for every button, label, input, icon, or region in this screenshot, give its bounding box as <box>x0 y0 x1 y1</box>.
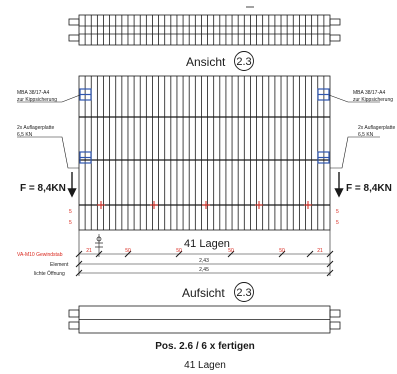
dim-tick <box>326 269 334 277</box>
section-marker-number: 2.3 <box>236 56 251 68</box>
opening-label: lichte Öffnung <box>34 270 65 277</box>
element-value: 2,43 <box>199 258 209 264</box>
lagen-label-middle: 41 Lagen <box>184 238 230 250</box>
plate-label-left: 2x Auflagerplatte <box>17 125 54 131</box>
dim-tick <box>95 250 103 258</box>
dim-tick <box>75 260 83 268</box>
view-title-ansicht: Ansicht <box>186 55 226 69</box>
plate-sublabel-right: 6,5 KN <box>358 132 374 138</box>
beam-end-right-bottom <box>329 34 341 42</box>
dim-tick <box>278 250 286 258</box>
small-dimension-right: 5 <box>336 209 339 215</box>
beam-end-left-bottom <box>68 34 80 42</box>
view-title-aufsicht: Aufsicht <box>182 286 225 300</box>
position-label: Pos. 2.6 / 6 x fertigen <box>155 341 254 352</box>
elevation-outline <box>78 14 331 46</box>
mba-sublabel-right: zur Kippsicherung <box>353 97 393 103</box>
dim-tick <box>227 250 235 258</box>
small-dimension-left: 5 <box>69 209 72 215</box>
opening-value: 2,45 <box>199 267 209 273</box>
plate-sublabel-left: 6,5 KN <box>17 132 33 138</box>
plan-end-right-bottom <box>329 321 341 330</box>
mba-sublabel-left: zur Kippsicherung <box>17 97 57 103</box>
beam-end-right-top <box>329 18 341 26</box>
dim-tick <box>75 250 83 258</box>
va-value-5: 50 <box>279 248 285 254</box>
grating-panel <box>78 75 331 231</box>
dim-tick <box>326 250 334 258</box>
plan-end-left-top <box>68 309 80 318</box>
dim-tick <box>175 250 183 258</box>
dim-tick <box>124 250 132 258</box>
grating-outline <box>78 75 331 231</box>
small-dimension-right-2: 5 <box>336 220 339 226</box>
plan-view <box>68 305 341 334</box>
force-label-left: F = 8,4KN <box>20 183 66 194</box>
plate-label-right: 2x Auflagerplatte <box>358 125 395 131</box>
force-label-right: F = 8,4KN <box>346 183 392 194</box>
leader-mba-left <box>17 94 81 103</box>
beam-end-left-top <box>68 18 80 26</box>
force-arrow-right-head <box>334 188 344 198</box>
lagen-label-bottom: 41 Lagen <box>184 360 226 371</box>
element-label: Element <box>50 262 69 268</box>
leader-mba-right <box>328 94 380 103</box>
dim-tick <box>306 250 314 258</box>
grating-bars <box>84 76 325 230</box>
va-value-4: 50 <box>228 248 234 254</box>
dim-tick <box>75 269 83 277</box>
small-dimension-left-2: 5 <box>69 220 72 226</box>
force-arrow-left-head <box>67 188 77 198</box>
plan-end-left-bottom <box>68 321 80 330</box>
section-marker-circle <box>234 51 254 71</box>
va-label: VA-M10 Gewindstab <box>17 252 63 258</box>
rod-detail-top <box>96 236 102 242</box>
va-value-1: 21 <box>86 248 92 254</box>
va-value-6: 21 <box>317 248 323 254</box>
plan-end-right-top <box>329 309 341 318</box>
va-value-3: 50 <box>176 248 182 254</box>
mba-label-right: MBA 38/17-A4 <box>353 90 385 96</box>
elevation-slats <box>84 15 325 45</box>
section-marker-number-bottom: 2.3 <box>236 287 251 299</box>
dim-tick <box>326 260 334 268</box>
elevation-view <box>68 6 341 46</box>
section-marker-circle-bottom <box>234 282 254 302</box>
leader-plate-right <box>330 136 380 169</box>
leader-plate-left <box>17 136 79 169</box>
mba-label-left: MBA 38/17-A4 <box>17 90 49 96</box>
va-value-2: 50 <box>125 248 131 254</box>
